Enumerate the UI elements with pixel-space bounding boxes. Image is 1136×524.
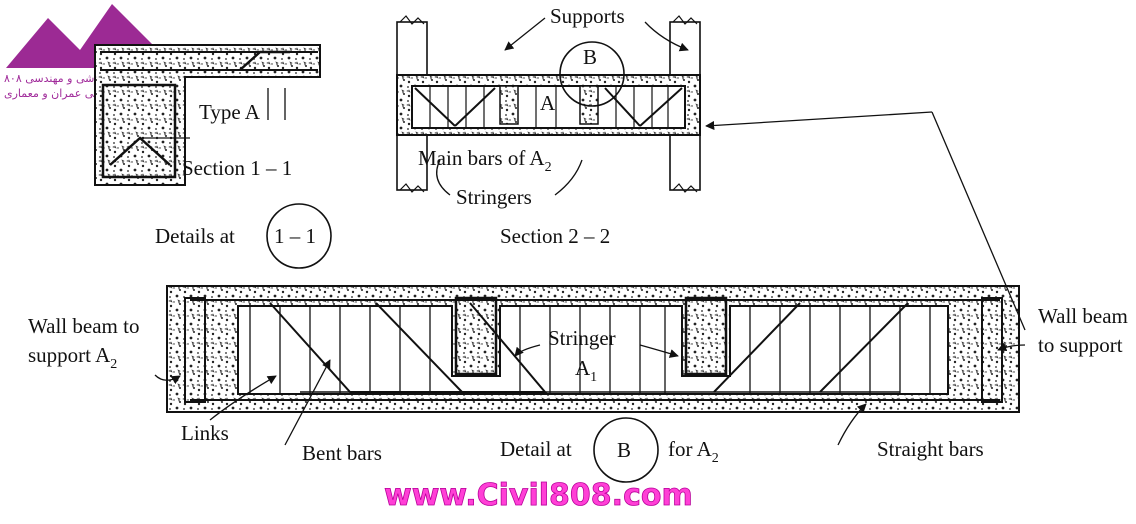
section-2-2-drawing <box>396 15 701 196</box>
section-1-1-drawing <box>94 44 321 186</box>
stringer-a1-label: A1 <box>575 356 597 385</box>
detail-circle-label: B <box>617 438 631 462</box>
main-bars-label: Main bars of A2 <box>418 146 552 175</box>
section-2-2-label: Section 2 – 2 <box>500 224 610 248</box>
watermark: www.Civil808.com <box>384 478 693 513</box>
stringer-label: Stringer <box>548 326 616 350</box>
wall-beam-left-line2: support A2 <box>28 343 117 372</box>
links-label: Links <box>181 421 229 445</box>
supports-label: Supports <box>550 4 625 28</box>
for-a2-label: for A2 <box>668 437 719 466</box>
detail-b-drawing <box>154 111 1026 483</box>
details-circle-label: 1 – 1 <box>274 224 316 248</box>
detail-at-label: Detail at <box>500 437 572 461</box>
wall-beam-right-line2: to support <box>1038 333 1123 357</box>
details-at-label: Details at <box>155 224 235 248</box>
type-a-label: Type A <box>199 100 261 124</box>
beam-a-label: A <box>540 91 556 115</box>
section-1-1-label: Section 1 – 1 <box>182 156 292 180</box>
circle-b-label: B <box>583 45 597 69</box>
stringers-label: Stringers <box>456 185 532 209</box>
wall-beam-left-line1: Wall beam to <box>28 314 139 338</box>
bent-bars-label: Bent bars <box>302 441 382 465</box>
straight-bars-label: Straight bars <box>877 437 984 461</box>
details-circle <box>266 203 332 269</box>
wall-beam-right-line1: Wall beam <box>1038 304 1128 328</box>
